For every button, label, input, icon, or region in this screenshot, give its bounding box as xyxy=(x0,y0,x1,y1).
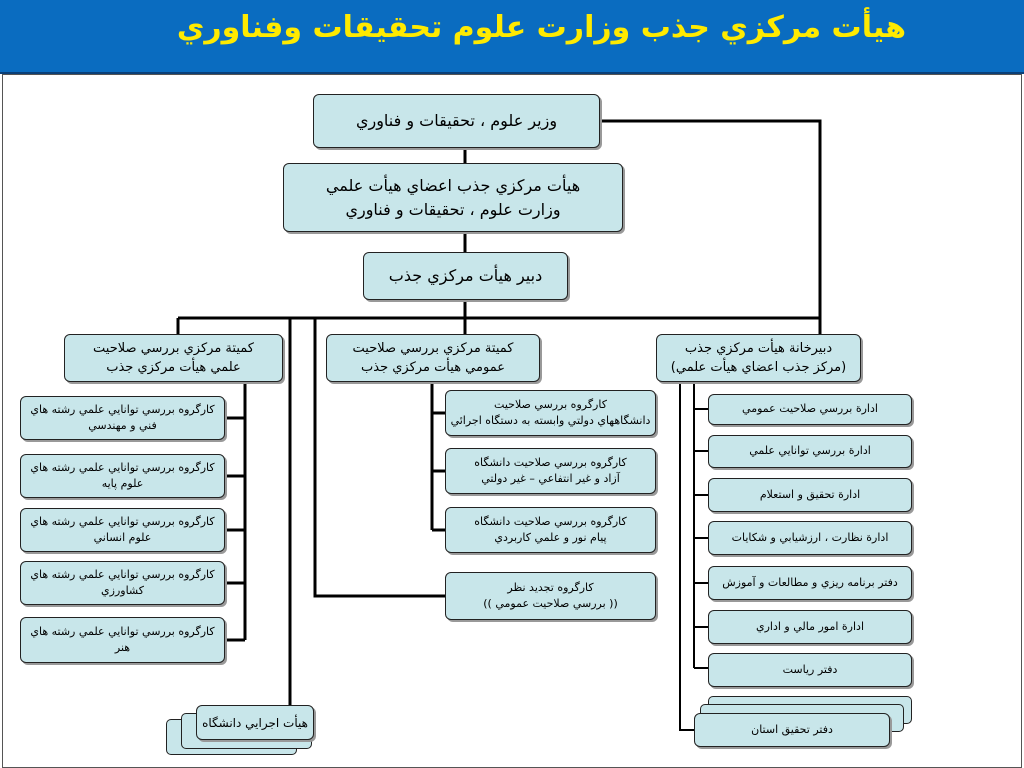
connector-general-branches xyxy=(432,411,445,532)
connector-scientific-branches xyxy=(225,416,245,642)
scientific-workgroup-box: كارگروه بررسي توانايي علمي رشته هاي علوم… xyxy=(20,454,225,498)
university-board-label: هيأت اجرايي دانشگاه xyxy=(202,715,308,730)
university-board-box: هيأت اجرايي دانشگاه xyxy=(196,705,314,740)
appeal-workgroup-line1: كارگروه تجديد نظر xyxy=(507,580,594,594)
scientific-workgroup-line1: كارگروه بررسي توانايي علمي رشته هاي xyxy=(30,624,215,638)
department-label: دفتر رياست xyxy=(782,662,838,676)
central-board-box: هيأت مركزي جذب اعضاي هيأت علمي وزارت علو… xyxy=(283,163,623,232)
connector-department-branches xyxy=(694,408,708,669)
general-committee-line1: كميتة مركزي بررسي صلاحيت xyxy=(352,340,514,356)
department-box: ادارة امور مالي و اداري xyxy=(708,610,912,644)
scientific-workgroup-line2: هنر xyxy=(114,641,131,654)
central-board-line2: وزارت علوم ، تحقيقات و فناوري xyxy=(345,199,561,219)
department-box: ادارة بررسي صلاحيت عمومي xyxy=(708,394,912,425)
general-workgroup-box: كارگروه بررسي صلاحيت دانشگاههاي دولتي وا… xyxy=(445,390,656,436)
scientific-workgroup-box: كارگروه بررسي توانايي علمي رشته هاي هنر xyxy=(20,617,225,663)
minister-box: وزير علوم ، تحقيقات و فناوري xyxy=(313,94,600,148)
appeal-workgroup-line2: (( بررسي صلاحيت عمومي )) xyxy=(483,597,618,610)
scientific-committee-line1: كميتة مركزي بررسي صلاحيت xyxy=(93,340,254,356)
department-box: ادارة نظارت ، ارزشيابي و شكايات xyxy=(708,521,912,555)
department-box: ادارة تحقيق و استعلام xyxy=(708,478,912,512)
general-workgroup-line2: آزاد و غير انتفاعي – غير دولتي xyxy=(481,472,620,485)
scientific-workgroup-line2: علوم انساني xyxy=(93,531,152,544)
scientific-workgroup-box: كارگروه بررسي توانايي علمي رشته هاي علوم… xyxy=(20,508,225,552)
scientific-workgroup-line2: علوم پايه xyxy=(101,477,144,490)
secretary-box: دبير هيأت مركزي جذب xyxy=(363,252,568,300)
secretary-label: دبير هيأت مركزي جذب xyxy=(388,266,543,285)
general-workgroup-box: كارگروه بررسي صلاحيت دانشگاه پيام نور و … xyxy=(445,507,656,553)
department-label: ادارة بررسي صلاحيت عمومي xyxy=(742,402,878,416)
scientific-workgroup-line1: كارگروه بررسي توانايي علمي رشته هاي xyxy=(30,567,215,581)
general-workgroup-line2: دانشگاههاي دولتي وابسته به دستگاه اجرائي xyxy=(450,414,651,427)
department-label: دفتر برنامه ريزي و مطالعات و آموزش xyxy=(722,575,898,589)
secretariat-box: دبيرخانة هيأت مركزي جذب (مركز جذب اعضاي … xyxy=(656,334,861,382)
minister-label: وزير علوم ، تحقيقات و فناوري xyxy=(355,111,558,130)
general-workgroup-line2: پيام نور و علمي كاربردي xyxy=(494,531,607,544)
province-office-label: دفتر تحقيق استان xyxy=(751,722,833,736)
page-title: هيأت مركزي جذب وزارت علوم تحقيقات وفناور… xyxy=(176,10,906,45)
connector-bus-appeal xyxy=(313,318,445,598)
scientific-workgroup-line1: كارگروه بررسي توانايي علمي رشته هاي xyxy=(30,402,215,416)
department-label: ادارة تحقيق و استعلام xyxy=(759,487,861,501)
appeal-workgroup-box: كارگروه تجديد نظر (( بررسي صلاحيت عمومي … xyxy=(445,572,656,620)
general-workgroup-line1: كارگروه بررسي صلاحيت دانشگاه xyxy=(474,514,627,528)
connector-province xyxy=(679,382,694,731)
scientific-workgroup-line2: فني و مهندسي xyxy=(88,419,157,432)
department-box: دفتر رياست xyxy=(708,653,912,687)
department-label: ادارة بررسي توانايي علمي xyxy=(749,444,871,458)
scientific-committee-line2: علمي هيأت مركزي جذب xyxy=(106,360,241,375)
title-bar: هيأت مركزي جذب وزارت علوم تحقيقات وفناور… xyxy=(0,0,1024,74)
department-label: ادارة امور مالي و اداري xyxy=(755,619,865,633)
scientific-workgroup-line1: كارگروه بررسي توانايي علمي رشته هاي xyxy=(30,460,215,474)
connector-minister-secretariat xyxy=(600,119,822,335)
province-office-box: دفتر تحقيق استان xyxy=(694,713,890,747)
department-box: ادارة بررسي توانايي علمي xyxy=(708,435,912,468)
scientific-workgroup-line1: كارگروه بررسي توانايي علمي رشته هاي xyxy=(30,514,215,528)
general-workgroup-line1: كارگروه بررسي صلاحيت xyxy=(494,397,607,411)
scientific-committee-box: كميتة مركزي بررسي صلاحيت علمي هيأت مركزي… xyxy=(64,334,283,382)
department-label: ادارة نظارت ، ارزشيابي و شكايات xyxy=(731,530,889,544)
general-workgroup-box: كارگروه بررسي صلاحيت دانشگاه آزاد و غير … xyxy=(445,448,656,494)
scientific-workgroup-box: كارگروه بررسي توانايي علمي رشته هاي فني … xyxy=(20,396,225,440)
scientific-workgroup-box: كارگروه بررسي توانايي علمي رشته هاي كشاو… xyxy=(20,561,225,605)
central-board-line1: هيأت مركزي جذب اعضاي هيأت علمي xyxy=(325,175,581,195)
scientific-workgroup-line2: كشاورزي xyxy=(101,584,144,597)
general-committee-line2: عمومي هيأت مركزي جذب xyxy=(361,360,505,375)
secretariat-line2: (مركز جذب اعضاي هيأت علمي) xyxy=(670,360,847,375)
general-workgroup-line1: كارگروه بررسي صلاحيت دانشگاه xyxy=(474,455,627,469)
general-committee-box: كميتة مركزي بررسي صلاحيت عمومي هيأت مركز… xyxy=(326,334,540,382)
secretariat-line1: دبيرخانة هيأت مركزي جذب xyxy=(684,340,833,356)
department-box: دفتر برنامه ريزي و مطالعات و آموزش xyxy=(708,566,912,600)
